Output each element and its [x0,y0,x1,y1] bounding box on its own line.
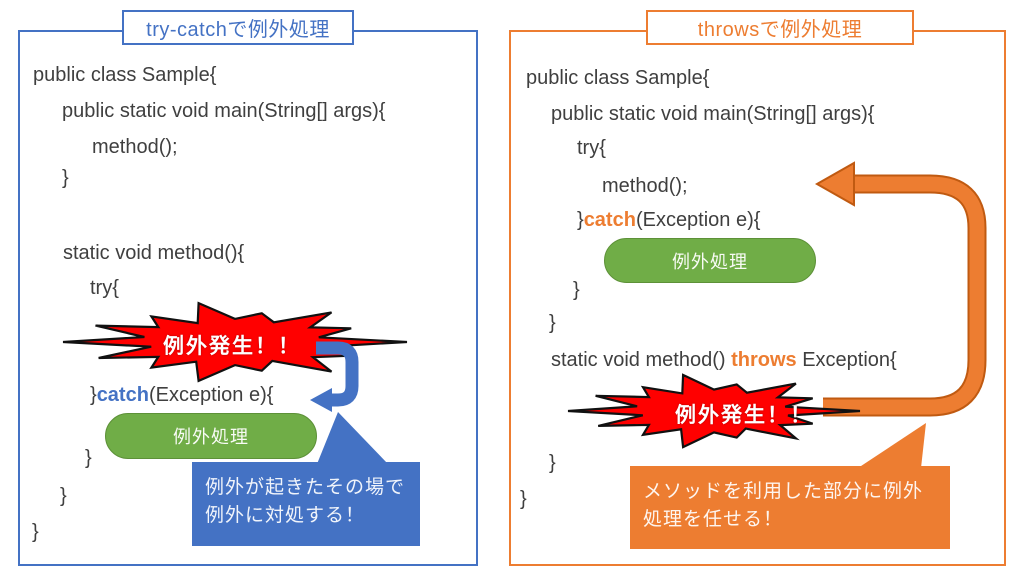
code-line-main-close: } [62,167,69,189]
code-line-main-close-r: } [549,312,556,334]
burst-label-left: 例外発生！！ [163,335,301,358]
code-line-class-open: public class Sample{ [33,64,217,86]
keyword-throws: throws [731,349,797,371]
code-line-method-call: method(); [92,136,178,158]
catch-brace: } [90,384,97,406]
burst-label-right: 例外発生！！ [675,404,813,427]
code-line-catch-close: } [85,447,92,469]
callout-try-catch-line1: 例外が起きたその場で [205,477,406,498]
pill-label-right: 例外処理 [672,251,748,272]
code-line-method-call-r: method(); [602,175,688,197]
code-line-class-close: } [32,521,39,543]
callout-throws: メソッドを利用した部分に例外 処理を任せる！ [630,466,950,549]
code-line-catch-r: }catch(Exception e){ [577,208,760,232]
keyword-catch: catch [96,384,149,406]
callout-throws-line2: 処理を任せる！ [643,509,784,530]
code-line-throws: static void method() throws Exception{ [551,348,897,372]
exception-handling-pill-right: 例外処理 [604,238,816,283]
code-line-main-open-r: public static void main(String[] args){ [551,103,875,125]
catch-brace-r: } [577,209,584,231]
code-line-catch: }catch(Exception e){ [90,383,273,407]
exception-handling-pill-left: 例外処理 [105,413,317,459]
callout-throws-line1: メソッドを利用した部分に例外 [643,481,924,502]
title-throws: throwsで例外処理 [646,10,914,45]
title-try-catch: try-catchで例外処理 [122,10,354,45]
code-line-try-open: try{ [90,277,119,299]
callout-try-catch: 例外が起きたその場で 例外に対処する！ [192,462,420,546]
code-line-class-open-r: public class Sample{ [526,67,710,89]
title-throws-label: throwsで例外処理 [697,19,863,41]
code-line-method-open: static void method(){ [63,242,245,264]
keyword-catch-r: catch [583,209,636,231]
code-line-try-open-r: try{ [577,137,606,159]
catch-args-r: (Exception e){ [635,209,761,231]
code-line-catch-close-r: } [573,279,580,301]
catch-args: (Exception e){ [148,384,274,406]
pill-label-left: 例外処理 [173,427,249,447]
callout-try-catch-line2: 例外に対処する！ [205,505,366,526]
code-line-method-close: } [60,485,67,507]
title-try-catch-label: try-catchで例外処理 [146,19,330,41]
code-line-method-close-r: } [549,452,556,474]
code-line-class-close-r: } [520,488,527,510]
throws-exception: Exception{ [796,349,897,371]
throws-signature: static void method() [551,349,732,371]
code-line-main-open: public static void main(String[] args){ [62,100,386,122]
